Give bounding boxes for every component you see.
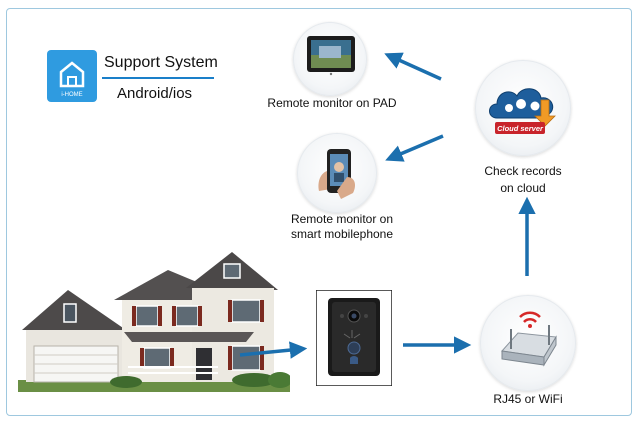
router-icon (501, 311, 557, 367)
cloud-label-line1: Check records (484, 164, 562, 178)
support-title: Support System (104, 54, 218, 71)
home-app-icon: i-HOME (47, 50, 97, 102)
support-subtitle: Android/ios (117, 85, 193, 102)
app-icon-text: i-HOME (61, 92, 82, 98)
cloud-label-line2: on cloud (500, 181, 546, 195)
router-label: RJ45 or WiFi (493, 392, 563, 406)
cloud-node-circle: Cloud server (475, 60, 571, 156)
support-divider (102, 77, 214, 79)
video-doorbell-icon (316, 290, 392, 386)
arrow-house-to-doorbell (239, 341, 308, 359)
smartphone-icon (318, 149, 355, 199)
cloud-badge-text: Cloud server (497, 124, 544, 133)
arrow-cloud-to-phone (385, 134, 444, 162)
tablet-icon (307, 36, 355, 76)
pad-node-circle (293, 22, 367, 96)
pad-label: Remote monitor on PAD (267, 96, 397, 110)
phone-label-line2: smart mobilephone (290, 227, 394, 241)
phone-label-line1: Remote monitor on (290, 212, 394, 226)
arrow-cloud-to-pad (384, 52, 442, 81)
phone-node-circle (297, 133, 377, 213)
cloud-server-icon: Cloud server (489, 88, 556, 134)
router-node-circle (480, 295, 576, 391)
house-icon (18, 252, 290, 392)
